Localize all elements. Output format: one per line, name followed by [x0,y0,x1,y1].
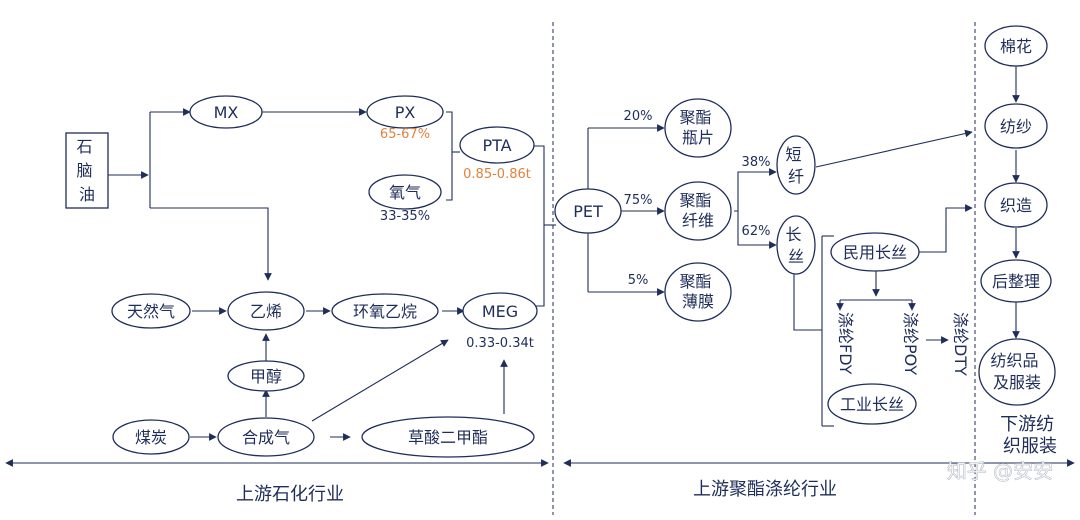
pta-ratio: 0.85-0.86t [463,167,531,182]
cotton-node: 棉花 [984,25,1048,67]
fiber-line1: 聚酯 [679,191,711,210]
spinning-label: 纺纱 [1000,117,1032,136]
bottle-chips-line2: 瓶片 [682,128,714,147]
coal-node: 煤炭 [112,419,190,455]
pet-node: PET [554,188,622,234]
filament-node: 长 丝 [776,215,816,275]
meg-node: MEG 0.33-0.34t [462,292,538,351]
section-downstream: 下游纺 织服装 [1000,414,1060,457]
ethylene-node: 乙烯 [227,291,305,331]
edge-fiber-filament [737,211,777,249]
naphtha-label: 石 脑 油 [76,137,97,204]
finishing-label: 后整理 [992,272,1040,291]
ethylene-label: 乙烯 [250,302,282,321]
filament-line2: 丝 [788,247,804,266]
edge-staple-spinning [815,129,973,168]
bottle-chips-line1: 聚酯 [679,108,711,127]
industrial-filament-node: 工业长丝 [827,383,917,425]
oxygen-ratio: 33-35% [380,209,430,224]
polyester-connectors [587,124,973,427]
dmo-label: 草酸二甲酯 [408,428,488,447]
methanol-node: 甲醇 [227,360,305,392]
px-ratio: 65-67% [380,127,430,142]
mx-label: MX [214,103,239,122]
textile-apparel-line1: 纺织品 [990,351,1038,370]
edge-fiber-staple [734,168,777,212]
film-label: 聚酯 薄膜 [679,272,716,311]
fiber-pct: 75% [624,193,653,208]
meg-ratio: 0.33-0.34t [466,336,534,351]
staple-pct: 38% [742,155,771,170]
poy-label: 涤纶POY [901,312,920,375]
methanol-label: 甲醇 [250,367,282,386]
civil-filament-node: 民用长丝 [830,232,920,272]
edge-pta-meg-bracket [534,145,545,307]
weaving-label: 织造 [1000,196,1032,215]
staple-label: 短 纤 [785,145,806,186]
fiber-line2: 纤维 [682,211,714,230]
staple-line1: 短 [785,145,801,164]
film-line1: 聚酯 [679,272,711,291]
textile-apparel-label: 纺织品 及服装 [990,351,1043,392]
film-pct: 5% [628,273,649,288]
natural-gas-label: 天然气 [127,302,175,321]
oxygen-label: 氧气 [389,183,421,202]
film-line2: 薄膜 [682,292,714,311]
ethylene-oxide-node: 环氧乙烷 [331,293,439,329]
naphtha-label-line3: 油 [79,185,95,204]
ethylene-oxide-label: 环氧乙烷 [353,302,417,321]
filament-label: 长 丝 [785,225,806,266]
textile-apparel-line2: 及服装 [993,373,1041,392]
naphtha-node: 石 脑 油 [65,132,109,209]
syngas-node: 合成气 [217,417,315,457]
bottle-chips-label: 聚酯 瓶片 [679,108,716,147]
finishing-node: 后整理 [980,259,1052,303]
naphtha-label-line2: 脑 [76,161,92,180]
section-downstream-line1: 下游纺 [1000,414,1054,435]
staple-line2: 纤 [788,167,804,186]
naphtha-label-line1: 石 [76,137,92,156]
pet-label: PET [573,202,603,221]
fiber-label: 聚酯 纤维 [679,191,716,230]
cotton-label: 棉花 [1000,37,1032,56]
natural-gas-node: 天然气 [111,293,191,329]
edge-to-ethylene [150,207,272,281]
px-node: PX 65-67% [366,95,444,142]
filament-pct: 62% [742,224,771,239]
film-node: 聚酯 薄膜 [664,262,732,322]
px-label: PX [395,103,416,122]
bottle-chips-node: 聚酯 瓶片 [664,98,732,158]
watermark-text: 知乎 @安安 [947,459,1053,483]
industrial-filament-label: 工业长丝 [840,395,904,414]
textile-apparel-node: 纺织品 及服装 [978,338,1056,406]
filament-line1: 长 [785,225,801,244]
staple-node: 短 纤 [776,135,816,195]
civil-filament-label: 民用长丝 [843,243,907,262]
coal-label: 煤炭 [135,428,167,447]
oxygen-node: 氧气 33-35% [368,174,442,224]
section-downstream-line2: 织服装 [1003,436,1057,457]
edge-px-oxygen-bracket [446,111,453,201]
section-upstream-petrochem: 上游石化行业 [236,484,344,505]
fdy-label: 涤纶FDY [836,312,855,375]
edge-syngas-meg [311,339,449,422]
weaving-node: 织造 [984,182,1048,228]
spinning-node: 纺纱 [984,103,1048,149]
bottle-pct: 20% [624,109,653,124]
dmo-node: 草酸二甲酯 [361,416,535,458]
meg-label: MEG [482,302,518,321]
dty-label: 涤纶DTY [951,312,970,376]
pta-node: PTA 0.85-0.86t [459,126,535,182]
edge-civil-weaving [918,204,973,253]
syngas-label: 合成气 [242,428,290,447]
mx-node: MX [189,95,263,129]
edge-filament-down [793,272,822,331]
pta-label: PTA [482,136,511,155]
section-upstream-polyester: 上游聚酯涤纶行业 [693,479,837,500]
petrochem-connectors [108,108,556,441]
fiber-node: 聚酯 纤维 [664,181,732,241]
